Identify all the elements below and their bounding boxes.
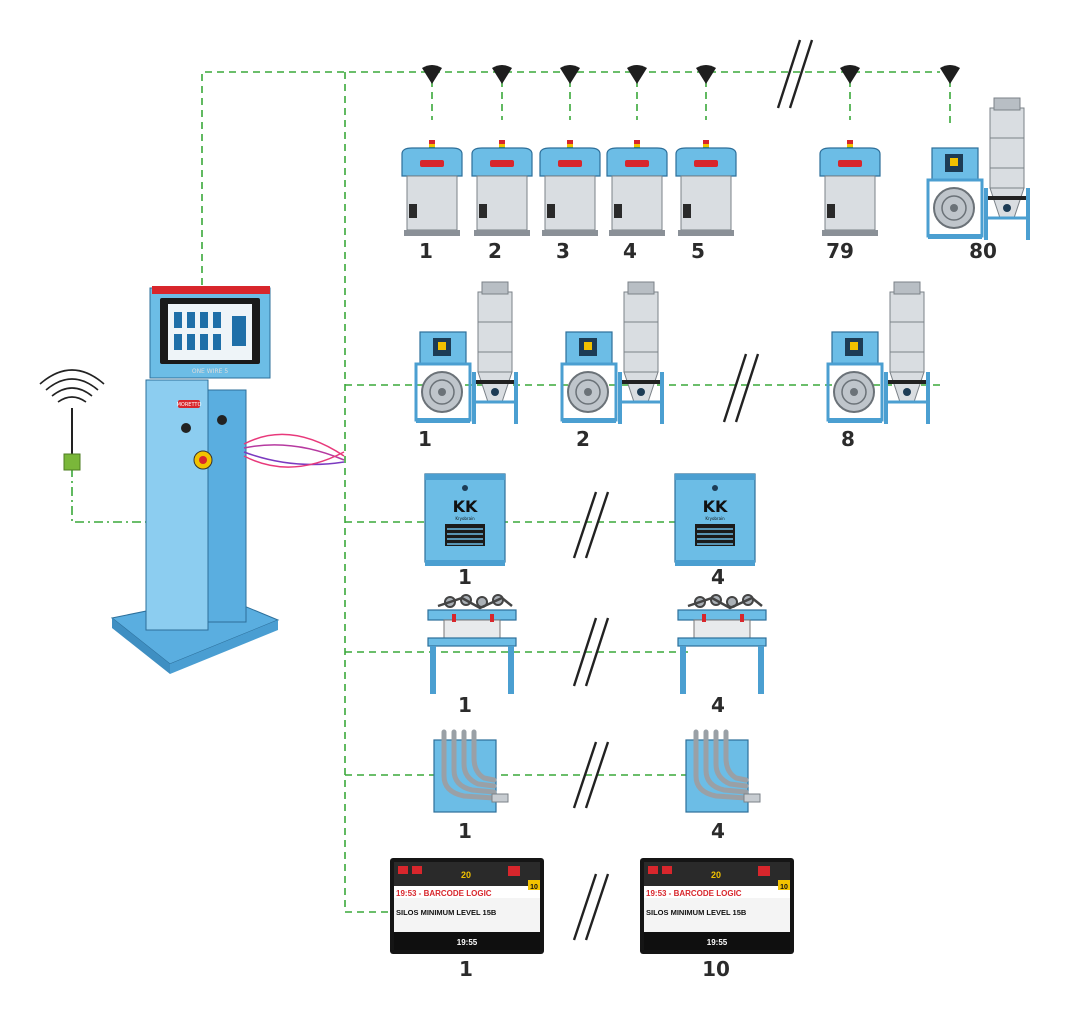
brand-badge: MORETTO xyxy=(177,402,202,408)
loader-label: 80 xyxy=(969,239,997,263)
loader-label: 5 xyxy=(691,239,705,263)
pump-station-label: 2 xyxy=(576,427,590,451)
pump-station-label: 1 xyxy=(418,427,432,451)
manifold-label: 4 xyxy=(711,693,725,717)
manifold-icon xyxy=(686,732,760,812)
dryer-label: 1 xyxy=(458,565,472,589)
loader-icon xyxy=(675,139,737,237)
loader-icon xyxy=(606,139,668,237)
station-label: 4 xyxy=(711,819,725,843)
loader-label: 79 xyxy=(826,239,854,263)
dryer-sublogo: Kryobrain xyxy=(455,516,475,521)
manifold-icon xyxy=(426,593,518,696)
loader-icon xyxy=(819,139,881,237)
dryer-label: 4 xyxy=(711,565,725,589)
vacuum-pump-icon xyxy=(560,280,666,426)
vacuum-pump-icon xyxy=(414,280,520,426)
manifold-icon xyxy=(434,732,508,812)
station-label: 1 xyxy=(458,819,472,843)
loader-icon xyxy=(401,139,463,237)
screen-caption: ONE WIRE 5 xyxy=(192,368,228,375)
loader-label: 4 xyxy=(623,239,637,263)
display-message: SILOS MINIMUM LEVEL 15B xyxy=(646,908,747,917)
dryer-logo: KK xyxy=(703,497,728,516)
dryer-logo: KK xyxy=(453,497,478,516)
display-counter: 20 xyxy=(461,870,471,880)
display-clock: 19:55 xyxy=(707,938,728,947)
manifold-icon xyxy=(676,593,768,696)
loader-label: 2 xyxy=(488,239,502,263)
display-clock: 19:55 xyxy=(457,938,478,947)
pump-station-label: 8 xyxy=(841,427,855,451)
display-badge: 10 xyxy=(530,884,538,891)
sensor-node-icon xyxy=(63,453,81,471)
display-counter: 20 xyxy=(711,870,721,880)
break-marks xyxy=(572,39,814,941)
vacuum-pump-icon xyxy=(926,96,1032,242)
manifold-label: 1 xyxy=(458,693,472,717)
display-alert: 19:53 - BARCODE LOGIC xyxy=(646,889,742,898)
dryer-sublogo: Kryobrain xyxy=(705,516,725,521)
display-badge: 10 xyxy=(780,884,788,891)
display-message: SILOS MINIMUM LEVEL 15B xyxy=(396,908,497,917)
vacuum-pump-icon xyxy=(826,280,932,426)
loader-label: 1 xyxy=(419,239,433,263)
loader-icon xyxy=(539,139,601,237)
loader-label: 3 xyxy=(556,239,570,263)
network-node-icon xyxy=(422,65,960,84)
display-alert: 19:53 - BARCODE LOGIC xyxy=(396,889,492,898)
wifi-signal-icon xyxy=(39,369,105,454)
display-label: 10 xyxy=(702,957,730,981)
display-label: 1 xyxy=(459,957,473,981)
stand-cabinet-icon xyxy=(110,286,345,674)
loader-icon xyxy=(471,139,533,237)
